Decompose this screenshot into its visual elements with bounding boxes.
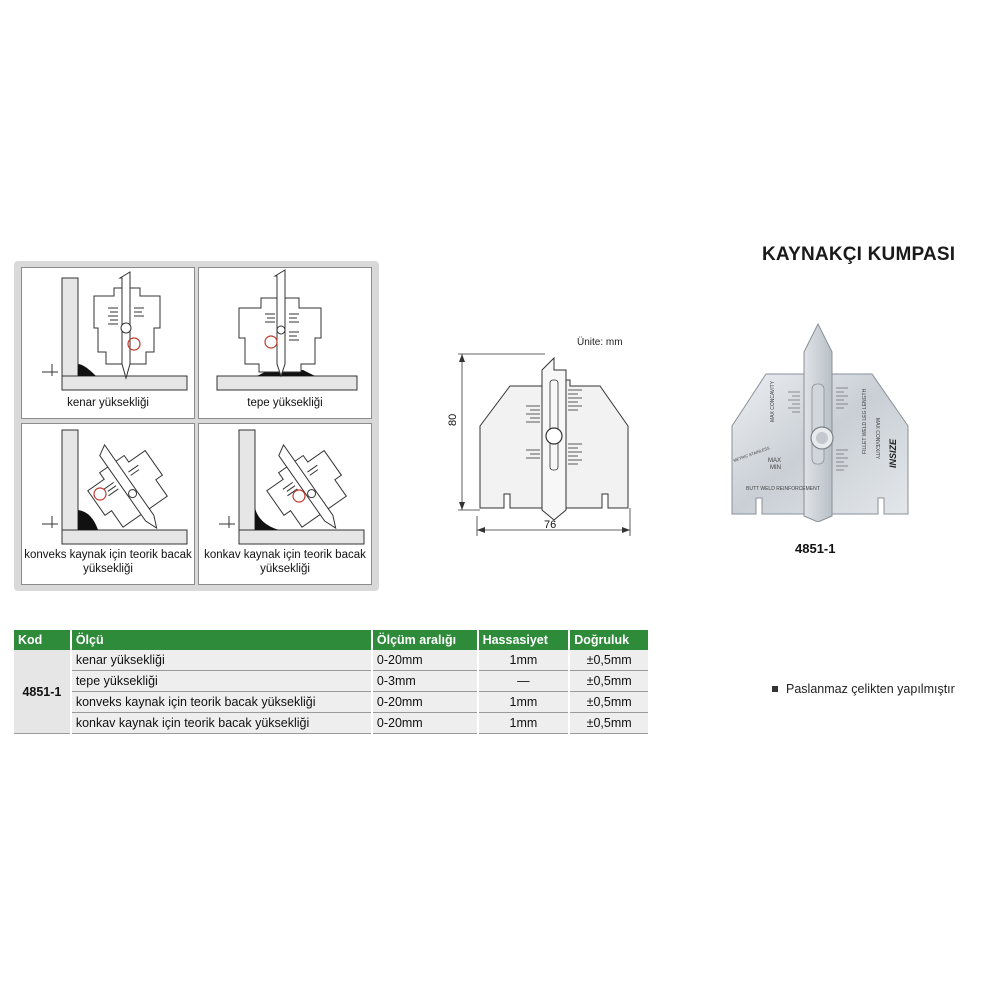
gauge-brand-logo: INSIZE [888, 438, 898, 468]
usage-diagram-leg-height: kenar yüksekliği [21, 267, 195, 419]
table-cell-resolution: 1mm [477, 712, 571, 734]
gauge-text-min: MIN [770, 465, 781, 471]
gauge-text-max-convexity: MAX CONVEXITY [874, 418, 880, 460]
table-cell-measure: konveks kaynak için teorik bacak yüksekl… [70, 691, 373, 713]
table-row: konkav kaynak için teorik bacak yüksekli… [14, 712, 648, 734]
table-cell-resolution: 1mm [477, 691, 571, 713]
usage-diagram-convex-leg: konveks kaynak için teorik bacak yüksekl… [21, 423, 195, 585]
table-row: tepe yüksekliği 0-3mm — ±0,5mm [14, 670, 648, 692]
dimension-drawing [450, 340, 640, 540]
dimension-unit-note: Ünite: mm [577, 337, 623, 348]
gauge-text-butt-weld: BUTT WELD REINFORCEMENT [746, 486, 820, 492]
leg-height-illustration [42, 271, 188, 391]
usage-diagram-panel: kenar yüksekliği tepe yüksekliği [14, 261, 379, 591]
gauge-text-fillet-weld: FILLET WELD LEG LENGTH [862, 388, 868, 454]
usage-label-throat-height: tepe yüksekliği [247, 397, 323, 409]
convex-leg-illustration [42, 429, 188, 545]
table-cell-accuracy: ±0,5mm [569, 691, 648, 713]
usage-label-concave-leg: konkav kaynak için teorik bacak yüksekli… [204, 549, 366, 575]
table-cell-code: 4851-1 [14, 650, 72, 734]
product-title: KAYNAKÇI KUMPASI [762, 244, 956, 265]
col-header-range: Ölçüm aralığı [371, 630, 479, 650]
usage-label-leg-height: kenar yüksekliği [67, 397, 149, 409]
gauge-outline-drawing [458, 353, 631, 536]
table-cell-accuracy: ±0,5mm [569, 650, 648, 671]
feature-item: Paslanmaz çelikten yapılmıştır [772, 682, 955, 696]
table-cell-measure: konkav kaynak için teorik bacak yüksekli… [70, 712, 373, 734]
usage-diagram-throat-height: tepe yüksekliği [198, 267, 372, 419]
spec-table-header-row: Kod Ölçü Ölçüm aralığı Hassasiyet Doğrul… [14, 630, 648, 650]
product-code: 4851-1 [795, 541, 836, 556]
gauge-text-max: MAX [768, 458, 781, 464]
usage-diagram-concave-leg: konkav kaynak için teorik bacak yüksekli… [198, 423, 372, 585]
table-cell-accuracy: ±0,5mm [569, 712, 648, 734]
concave-leg-illustration [219, 429, 365, 545]
usage-label-convex-leg: konveks kaynak için teorik bacak yüksekl… [24, 549, 192, 575]
throat-height-illustration [216, 269, 358, 391]
welding-gauge-photo: MAX CONCAVITY MAX CONVEXITY MAX MIN METR… [731, 322, 909, 523]
table-cell-range: 0-20mm [371, 712, 479, 734]
col-header-code: Kod [14, 630, 72, 650]
col-header-measure: Ölçü [70, 630, 373, 650]
table-row: konveks kaynak için teorik bacak yüksekl… [14, 691, 648, 713]
dimension-width-label: 76 [544, 519, 557, 531]
bullet-icon [772, 686, 778, 692]
table-cell-range: 0-3mm [371, 670, 479, 692]
table-cell-measure: kenar yüksekliği [70, 650, 373, 671]
table-cell-range: 0-20mm [371, 691, 479, 713]
table-cell-resolution: 1mm [477, 650, 571, 671]
table-row: 4851-1 kenar yüksekliği 0-20mm 1mm ±0,5m… [14, 650, 648, 734]
product-photo: MAX CONCAVITY MAX CONVEXITY MAX MIN METR… [726, 322, 916, 523]
dimension-height-label: 80 [447, 413, 459, 426]
table-cell-range: 0-20mm [371, 650, 479, 671]
gauge-text-max-concavity: MAX CONCAVITY [770, 380, 776, 422]
table-cell-measure: tepe yüksekliği [70, 670, 373, 692]
col-header-resolution: Hassasiyet [477, 630, 571, 650]
col-header-accuracy: Doğruluk [569, 630, 648, 650]
table-cell-resolution: — [477, 670, 571, 692]
spec-table: Kod Ölçü Ölçüm aralığı Hassasiyet Doğrul… [14, 630, 648, 734]
table-cell-accuracy: ±0,5mm [569, 670, 648, 692]
feature-text: Paslanmaz çelikten yapılmıştır [786, 682, 955, 696]
